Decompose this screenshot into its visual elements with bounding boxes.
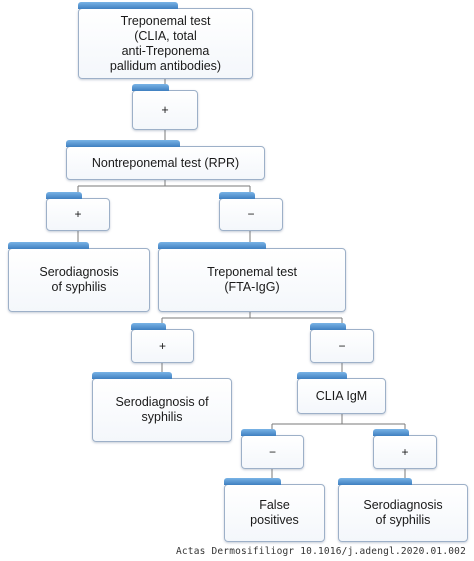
- serodiagnosis-syphilis-node: Serodiagnosis of syphilis: [338, 478, 468, 542]
- clia-igm-node: CLIA IgM: [297, 372, 386, 414]
- result-plus-node: +: [46, 192, 110, 231]
- result-minus-node: −: [310, 323, 374, 363]
- result-plus-node: +: [373, 429, 437, 469]
- result-minus-node: −: [241, 429, 304, 469]
- nontreponemal-test-node: Nontreponemal test (RPR): [66, 140, 265, 180]
- false-positives-node: False positives: [224, 478, 325, 542]
- serodiagnosis-syphilis-node: Serodiagnosis of syphilis: [8, 242, 150, 312]
- source-credit: Actas Dermosifiliogr 10.1016/j.adengl.20…: [175, 546, 466, 557]
- serodiagnosis-syphilis-node: Serodiagnosis of syphilis: [92, 372, 232, 442]
- treponemal-test-node: Treponemal test (CLIA, total anti-Trepon…: [78, 2, 253, 79]
- result-plus-node: +: [131, 323, 194, 363]
- treponemal-fta-igg-node: Treponemal test (FTA-IgG): [158, 242, 346, 312]
- result-plus-node: +: [132, 84, 198, 130]
- result-minus-node: −: [219, 192, 283, 231]
